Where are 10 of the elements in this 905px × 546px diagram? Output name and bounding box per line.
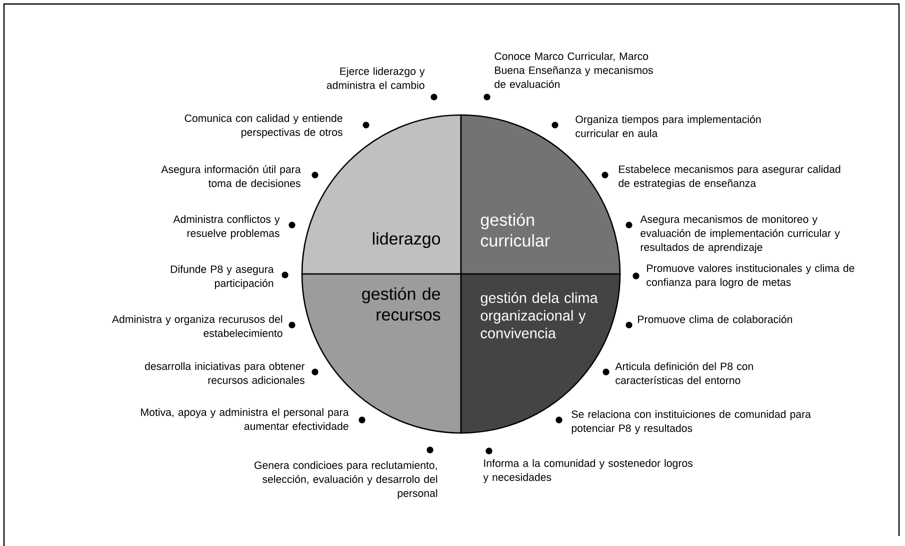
bullet-item: Administra conflictos y resuelve problemas [173, 215, 296, 240]
bullet-item: Conoce Marco Curricular, Marco Buena Enseñanza y mecanismos de evaluación [484, 52, 653, 100]
bullet-item: Difunde P8 y asegura participación [170, 265, 288, 290]
bullet-item: Asegura mecanismos de monitoreo y evaluación de implementación curricular y resultados de aprendizaje [626, 215, 840, 254]
bullet-item: Informa a la comunidad y sostenedor logros y necesidades [483, 448, 693, 484]
bullet-item: Administra y organiza recurusos del estabelecimiento [112, 315, 296, 337]
bullet-item: Promuove valores institucionales y clima de confianza para logro de metas [632, 264, 854, 288]
bullet-item: Promuove clima de colaboración [626, 315, 792, 328]
bullet-item: Genera condicioes para reclutamiento, selección, evaluación y desarrolo del personal [254, 446, 438, 500]
bullet-item: Ejerce liderazgo y administra el cambio [326, 67, 438, 100]
